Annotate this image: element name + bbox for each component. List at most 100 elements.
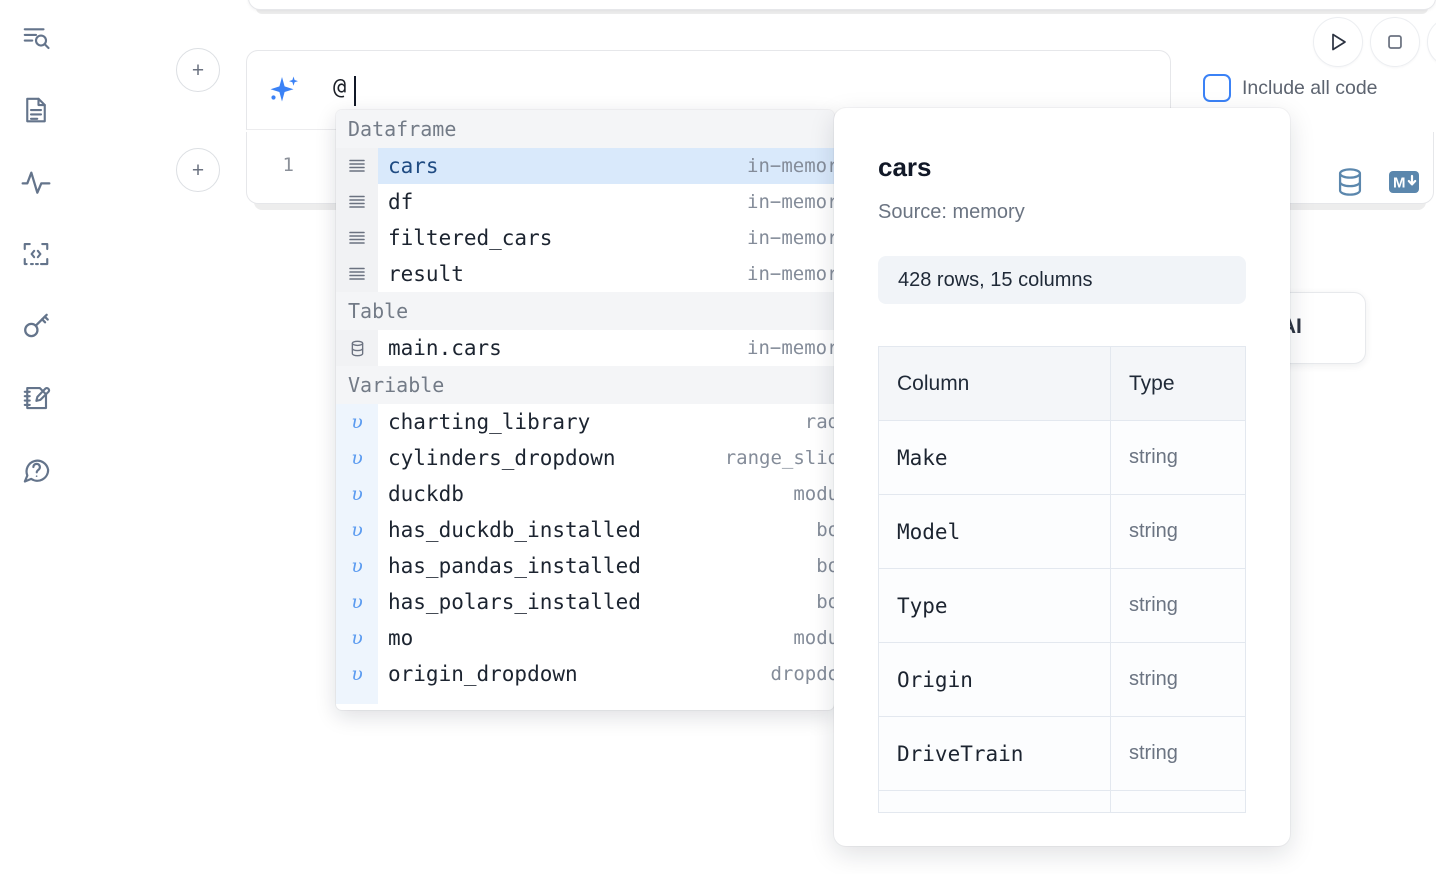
autocomplete-item[interactable]: υ cylinders_dropdown range_slider — [336, 440, 834, 476]
autocomplete-item-name: cylinders_dropdown — [388, 446, 616, 470]
run-button[interactable] — [1313, 17, 1363, 67]
autocomplete-item-name: duckdb — [388, 482, 464, 506]
previous-cell[interactable] — [248, 0, 1436, 10]
type-header-cell: Type — [1110, 346, 1246, 421]
autocomplete-item[interactable]: υ origin_dropdown dropdown — [336, 656, 834, 692]
explore-search-icon[interactable] — [14, 16, 58, 60]
secrets-key-icon[interactable] — [14, 304, 58, 348]
schema-column-type: string — [1110, 716, 1246, 791]
stop-button[interactable] — [1370, 17, 1420, 67]
text-caret — [354, 76, 356, 106]
variable-icon: υ — [336, 620, 378, 656]
autocomplete-item-type: module — [793, 627, 834, 649]
variable-icon: υ — [336, 512, 378, 548]
autocomplete-item-name: filtered_cars — [388, 226, 553, 250]
variable-icon: υ — [336, 440, 378, 476]
variable-icon: υ — [336, 656, 378, 692]
info-panel-shape: 428 rows, 15 columns — [878, 256, 1246, 304]
autocomplete-item-name: charting_library — [388, 410, 591, 434]
autocomplete-item-name: has_polars_installed — [388, 590, 641, 614]
more-actions-button[interactable] — [1427, 17, 1436, 67]
schema-column-name: Type — [878, 568, 1111, 643]
help-chat-icon[interactable] — [14, 448, 58, 492]
autocomplete-item-type: module — [793, 483, 834, 505]
autocomplete-section-header: Variable — [336, 366, 834, 404]
file-document-icon[interactable] — [14, 88, 58, 132]
autocomplete-item-name: result — [388, 262, 464, 286]
schema-column-type: string — [1110, 642, 1246, 717]
autocomplete-item-type: range_slider — [724, 447, 834, 469]
autocomplete-item-type: in−memory — [747, 263, 834, 285]
code-snippets-icon[interactable] — [14, 232, 58, 276]
autocomplete-item-type: in−memory — [747, 155, 834, 177]
left-icon-rail — [0, 0, 72, 874]
schema-column-type: string — [1110, 420, 1246, 495]
schema-column-type: string — [1110, 568, 1246, 643]
variable-icon — [336, 692, 378, 704]
schema-column-type — [1110, 790, 1246, 813]
svg-text:M: M — [1393, 175, 1406, 192]
schema-column-name — [878, 790, 1111, 813]
autocomplete-item-name: origin_dropdown — [388, 662, 578, 686]
schema-column-name: Origin — [878, 642, 1111, 717]
sparkle-ai-icon — [267, 73, 303, 109]
dataframe-rows-icon — [336, 256, 378, 292]
autocomplete-section-header: Table — [336, 292, 834, 330]
autocomplete-item-type: radio — [804, 411, 834, 433]
autocomplete-dropdown[interactable]: Dataframecarsin−memorydfin−memoryfiltere… — [336, 110, 834, 710]
add-cell-above-button[interactable]: + — [176, 48, 220, 92]
autocomplete-item-partial[interactable] — [336, 692, 834, 704]
variable-icon: υ — [336, 584, 378, 620]
ai-prompt-input[interactable]: @ — [333, 75, 347, 100]
dataframe-rows-icon — [336, 184, 378, 220]
schema-column-name: Model — [878, 494, 1111, 569]
schema-column-name: DriveTrain — [878, 716, 1111, 791]
autocomplete-item[interactable]: result in−memory — [336, 256, 834, 292]
include-all-code-checkbox[interactable] — [1203, 74, 1231, 102]
autocomplete-item-type: bool — [816, 519, 834, 541]
include-all-code-row[interactable]: Include all code — [1203, 74, 1378, 102]
variable-icon: υ — [336, 476, 378, 512]
autocomplete-item[interactable]: υmo module — [336, 620, 834, 656]
autocomplete-item[interactable]: υ has_pandas_installed bool — [336, 548, 834, 584]
autocomplete-item-type: dropdown — [770, 663, 834, 685]
autocomplete-item-name: has_pandas_installed — [388, 554, 641, 578]
schema-column-type: string — [1110, 494, 1246, 569]
dataframe-rows-icon — [336, 148, 378, 184]
database-table-icon — [336, 330, 378, 366]
info-panel-title: cars — [878, 152, 932, 182]
markdown-down-icon[interactable]: M — [1388, 168, 1420, 201]
activity-pulse-icon[interactable] — [14, 160, 58, 204]
autocomplete-item-name: main.cars — [388, 336, 502, 360]
database-icon[interactable] — [1333, 165, 1367, 204]
autocomplete-item-type: in−memory — [747, 227, 834, 249]
autocomplete-item[interactable]: filtered_cars in−memory — [336, 220, 834, 256]
column-header-cell: Column — [878, 346, 1111, 421]
info-panel-source: Source: memory — [878, 201, 1025, 223]
include-all-code-label: Include all code — [1242, 76, 1378, 99]
variable-icon: υ — [336, 548, 378, 584]
add-cell-below-button[interactable]: + — [176, 148, 220, 192]
scratchpad-edit-icon[interactable] — [14, 376, 58, 420]
dataframe-rows-icon — [336, 220, 378, 256]
autocomplete-item-type: bool — [816, 555, 834, 577]
autocomplete-item-name: mo — [388, 626, 414, 650]
top-cell-shadow — [256, 8, 1428, 14]
schema-table-row-partial — [878, 790, 1246, 813]
autocomplete-item-type: in−memory — [747, 191, 834, 213]
autocomplete-section-header: Dataframe — [336, 110, 834, 148]
